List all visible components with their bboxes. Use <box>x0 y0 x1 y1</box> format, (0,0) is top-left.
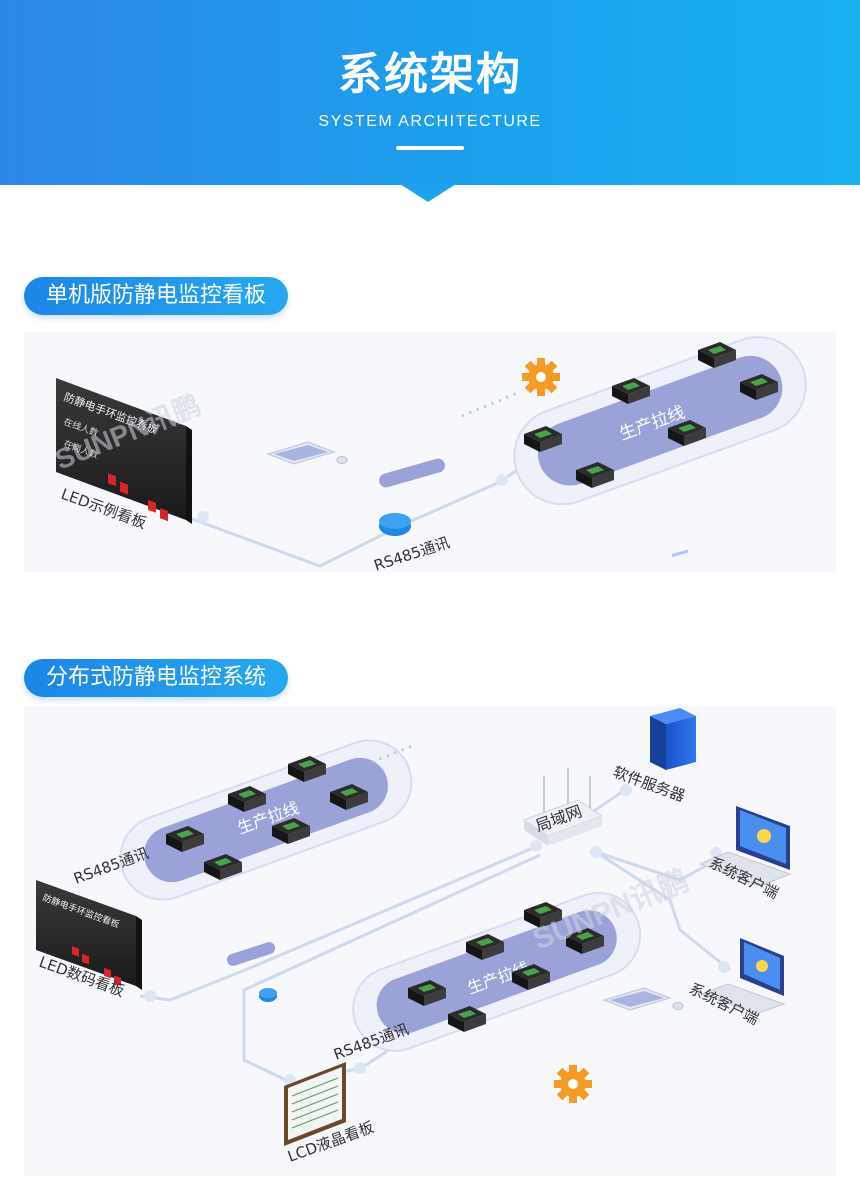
s1-cable <box>183 438 561 568</box>
section1-heading: 单机版防静电监控看板 <box>24 277 289 315</box>
s1-joint <box>197 511 209 523</box>
s2-top-production-line: 生产拉线 <box>119 739 413 901</box>
s2-gear-icon <box>554 1065 592 1103</box>
section2-panel <box>24 706 836 1176</box>
server-icon <box>650 549 696 770</box>
laptop-icon <box>698 806 792 887</box>
lcd-board-icon <box>284 1062 346 1146</box>
s2-keyboard-icon <box>603 987 684 1011</box>
router-icon <box>522 768 604 846</box>
s1-comm-label: RS485通讯 <box>372 533 452 574</box>
header-notch <box>400 184 456 202</box>
s2-led-board: 防静电手环监控看板 <box>36 880 142 990</box>
s1-production-line: 生产拉线 <box>513 336 807 506</box>
page-subtitle: SYSTEM ARCHITECTURE <box>318 113 542 130</box>
s1-bar <box>379 458 445 488</box>
s1-dots <box>461 390 521 418</box>
page-title: 系统架构 <box>338 49 522 100</box>
s2-bottom-production-line: 生产拉线 <box>352 891 642 1052</box>
title-underline <box>396 146 464 150</box>
section2-heading: 分布式防静电监控系统 <box>24 659 289 697</box>
laptop-icon <box>700 938 786 1015</box>
s1-gear-icon <box>522 358 560 396</box>
s1-keyboard-icon <box>267 441 348 465</box>
header-banner <box>0 0 860 185</box>
s2-bar <box>226 942 276 966</box>
server-label: 软件服务器 <box>611 763 688 806</box>
s1-joint <box>496 474 508 486</box>
